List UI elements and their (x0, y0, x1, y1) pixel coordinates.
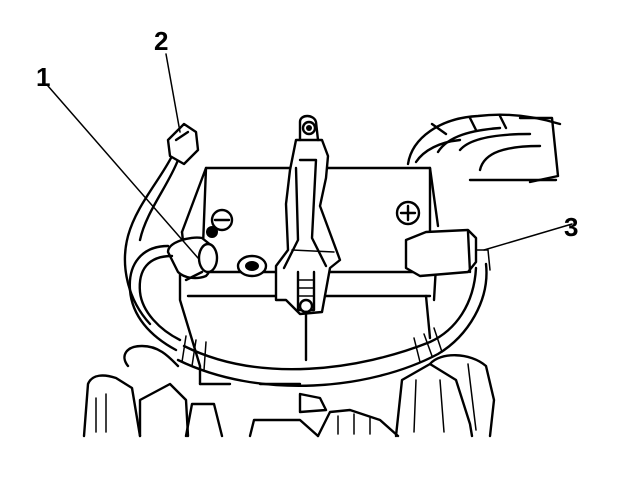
negative-terminal-mark (210, 208, 234, 232)
positive-cable (176, 262, 488, 387)
sensor-wire (123, 122, 200, 326)
callout-3: 3 (564, 212, 578, 242)
positive-terminal-boot (404, 228, 491, 278)
air-intake-hose (406, 113, 562, 184)
positive-terminal-mark (395, 200, 421, 226)
vent-cap (236, 254, 268, 278)
callout-1: 1 (36, 62, 50, 92)
hold-down-bracket (274, 114, 342, 362)
leader-lines (47, 53, 573, 259)
engine-background (82, 344, 496, 438)
callout-2: 2 (154, 26, 168, 56)
